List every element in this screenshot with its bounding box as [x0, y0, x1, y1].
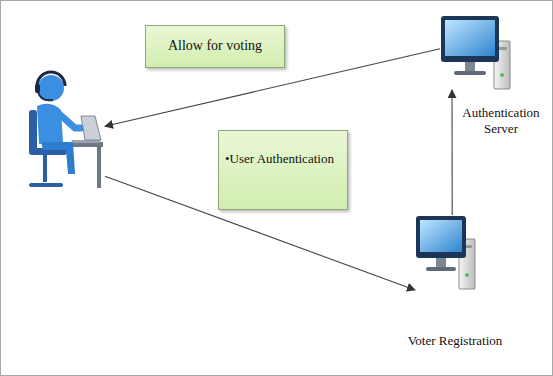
monitor-screen — [420, 220, 462, 252]
node-caption: Voter Registration — [400, 333, 510, 349]
monitor-base — [454, 71, 486, 75]
flow-arrow — [451, 90, 452, 215]
person — [35, 72, 81, 174]
message-box: Allow for voting — [145, 25, 285, 68]
monitor-bezel — [416, 216, 466, 258]
monitor-base — [426, 267, 456, 271]
power-light — [465, 273, 469, 277]
laptop — [71, 116, 101, 143]
message-box: •User Authentication — [218, 130, 348, 210]
power-light — [500, 73, 504, 77]
user-figure — [15, 70, 105, 195]
message-text: •User Authentication — [225, 151, 334, 167]
computer-icon — [440, 15, 512, 90]
computer-icon — [415, 215, 477, 290]
monitor-screen — [445, 20, 495, 56]
user-node — [15, 70, 105, 195]
message-text: Allow for voting — [168, 38, 262, 55]
monitor-neck — [465, 62, 475, 71]
server-node: Authentication Server — [440, 15, 512, 90]
registration-node: Voter Registration — [415, 215, 477, 290]
monitor-neck — [436, 258, 446, 267]
node-caption: Authentication Server — [458, 105, 544, 136]
monitor-bezel — [441, 16, 499, 62]
